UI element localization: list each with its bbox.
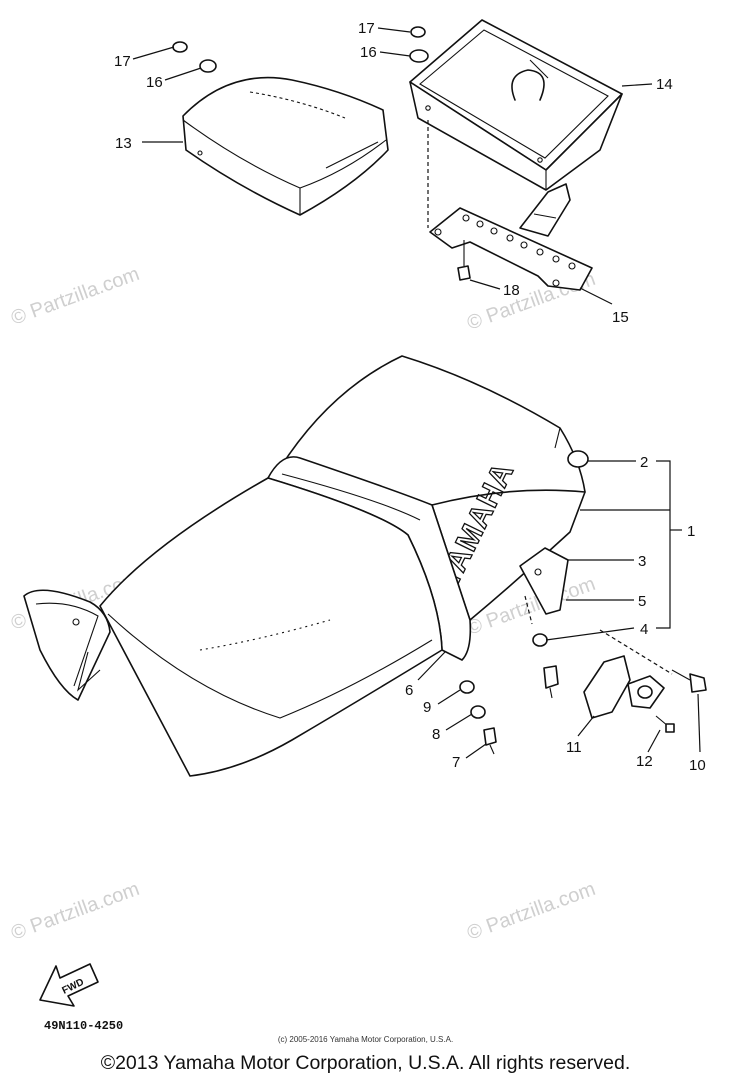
callout-number: 6 bbox=[405, 682, 413, 699]
callout-number: 4 bbox=[640, 621, 648, 638]
storage-cover-part bbox=[182, 76, 389, 216]
callout-number: 11 bbox=[566, 739, 582, 756]
callout-number: 2 bbox=[640, 454, 648, 471]
small-copyright-text: (c) 2005-2016 Yamaha Motor Corporation, … bbox=[277, 1035, 454, 1044]
callout-number: 8 bbox=[432, 726, 440, 743]
callout-labels: 17 16 13 17 16 14 18 15 2 1 3 5 4 6 9 8 … bbox=[114, 20, 706, 774]
callout-number: 14 bbox=[656, 76, 673, 93]
callout-number: 10 bbox=[689, 757, 706, 774]
seat-part: YAMAHA bbox=[23, 355, 589, 777]
callout-number: 9 bbox=[423, 699, 431, 716]
leader-lines bbox=[132, 27, 701, 759]
callout-number: 5 bbox=[638, 593, 646, 610]
watermark-text: © Partzilla.com bbox=[8, 263, 142, 330]
diagram-part-code: 49N110-4250 bbox=[44, 1019, 124, 1033]
callout-number: 17 bbox=[114, 53, 131, 70]
grommet-part bbox=[172, 26, 471, 281]
callout-number: 16 bbox=[360, 44, 377, 61]
storage-tray-part bbox=[409, 19, 623, 191]
callout-number: 3 bbox=[638, 553, 646, 570]
callout-number: 12 bbox=[636, 753, 653, 770]
bracket-plate-part bbox=[427, 120, 593, 291]
forward-arrow-icon: FWD bbox=[39, 963, 99, 1007]
callout-number: 15 bbox=[612, 309, 629, 326]
callout-number: 13 bbox=[115, 135, 132, 152]
callout-number: 17 bbox=[358, 20, 375, 37]
callout-number: 16 bbox=[146, 74, 163, 91]
footer-copyright-text: ©2013 Yamaha Motor Corporation, U.S.A. A… bbox=[100, 1052, 631, 1074]
callout-number: 18 bbox=[503, 282, 520, 299]
watermark-text: © Partzilla.com bbox=[8, 878, 142, 945]
callout-number: 7 bbox=[452, 754, 460, 771]
watermark-text: © Partzilla.com bbox=[464, 878, 598, 945]
callout-number: 1 bbox=[687, 523, 695, 540]
